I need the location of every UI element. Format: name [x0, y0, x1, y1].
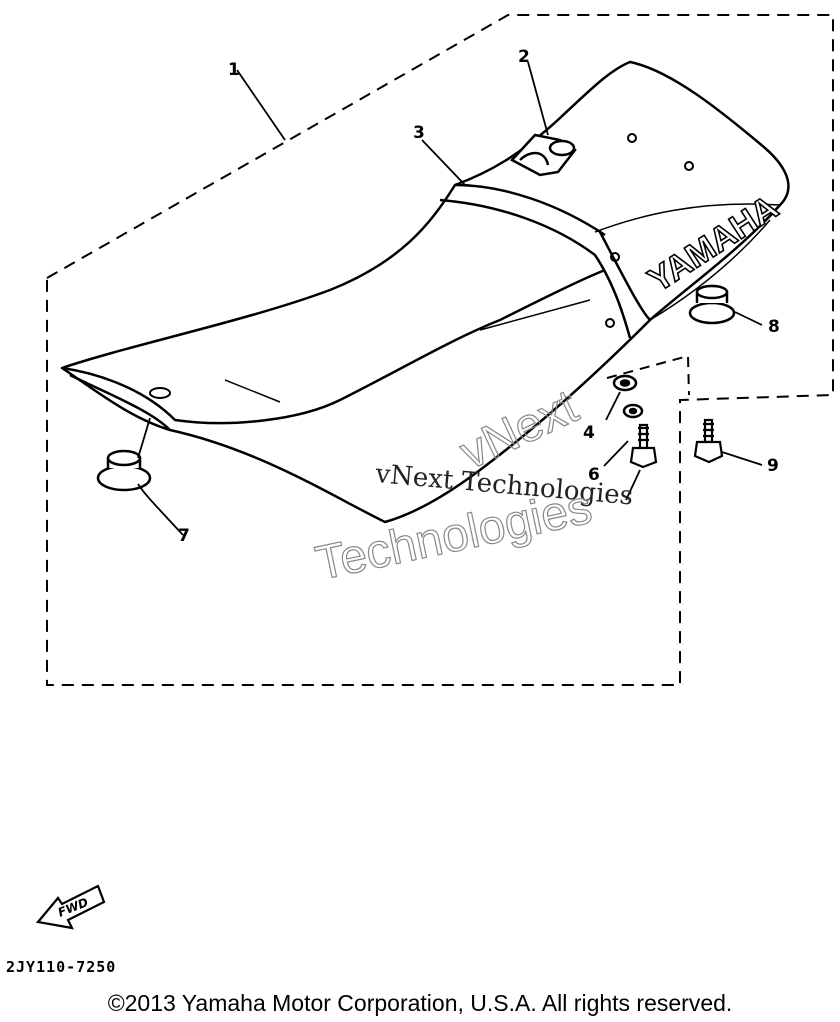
assembly-boundary-inner — [606, 354, 690, 396]
callout-3: 3 — [413, 123, 425, 143]
callout-8: 8 — [768, 317, 780, 337]
bolt-6 — [629, 423, 658, 469]
fwd-arrow-icon: FWD — [35, 884, 106, 930]
seat-band-lower — [439, 198, 632, 339]
watermark-line2a: vNext — [452, 380, 586, 480]
callout-6: 6 — [588, 465, 600, 485]
front-damper — [96, 449, 152, 492]
diagram-code: 2JY110-7250 — [6, 958, 116, 976]
seat-band-upper — [598, 231, 651, 321]
bolt-9 — [693, 418, 724, 464]
callout-1: 1 — [228, 60, 240, 80]
seat-rear-rib — [594, 203, 781, 233]
seat-front-lip — [69, 373, 171, 431]
seat — [60, 60, 790, 524]
callout-7: 7 — [178, 526, 190, 546]
callout-2: 2 — [518, 47, 530, 67]
seat-crease — [224, 379, 281, 403]
seat-crease-2 — [479, 299, 591, 331]
seat-front-band — [454, 183, 606, 237]
rear-damper — [688, 284, 736, 325]
seat-outline — [60, 60, 790, 524]
assembly-boundary — [46, 14, 834, 686]
seat-holes — [149, 133, 694, 399]
seat-cushion-edge — [61, 268, 606, 425]
callout-9: 9 — [767, 456, 779, 476]
callout-4: 4 — [583, 423, 595, 443]
washers — [612, 374, 644, 419]
copyright-notice: ©2013 Yamaha Motor Corporation, U.S.A. A… — [107, 990, 733, 1016]
seat-side-rib — [649, 219, 771, 321]
watermark-line2b: Technologies — [311, 481, 596, 591]
leader-lines — [137, 61, 763, 536]
seat-hook — [509, 133, 577, 177]
callout-labels: 1 2 3 4 6 7 8 9 — [178, 47, 780, 546]
